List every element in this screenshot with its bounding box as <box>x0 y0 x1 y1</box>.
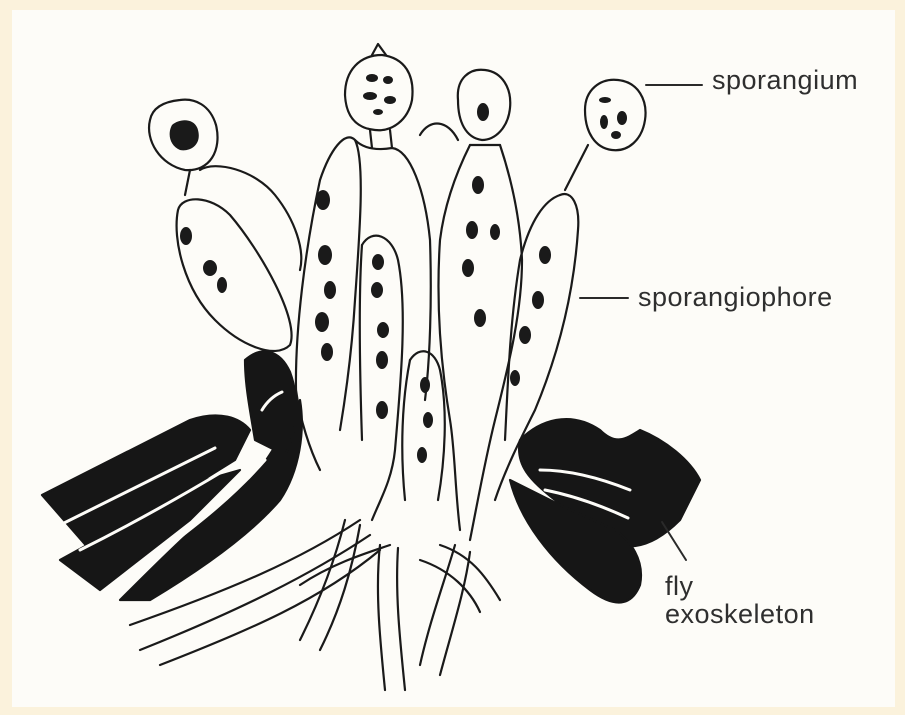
leader-fly-exoskeleton <box>662 522 686 560</box>
label-sporangiophore: sporangiophore <box>638 283 833 311</box>
label-fly-line1: fly <box>665 572 815 600</box>
spores-top <box>363 74 396 115</box>
spores-lower <box>417 377 433 463</box>
sporangiophore-middle <box>360 236 403 520</box>
fly-exoskeleton-left <box>42 351 302 600</box>
spores-middle <box>371 254 389 419</box>
label-fly-line2: exoskeleton <box>665 600 815 628</box>
sporangiophore-center-right <box>420 124 522 540</box>
spores-detached <box>599 97 627 139</box>
spores-center-left <box>315 190 336 361</box>
sporangium-top <box>345 44 413 148</box>
label-fly-exoskeleton: fly exoskeleton <box>665 572 815 629</box>
sporangiophore-center-left <box>296 137 431 470</box>
label-sporangium: sporangium <box>712 66 858 94</box>
spores-right <box>510 246 551 386</box>
sporangium-detached <box>585 80 646 150</box>
sporangiophore-lower <box>402 351 445 500</box>
